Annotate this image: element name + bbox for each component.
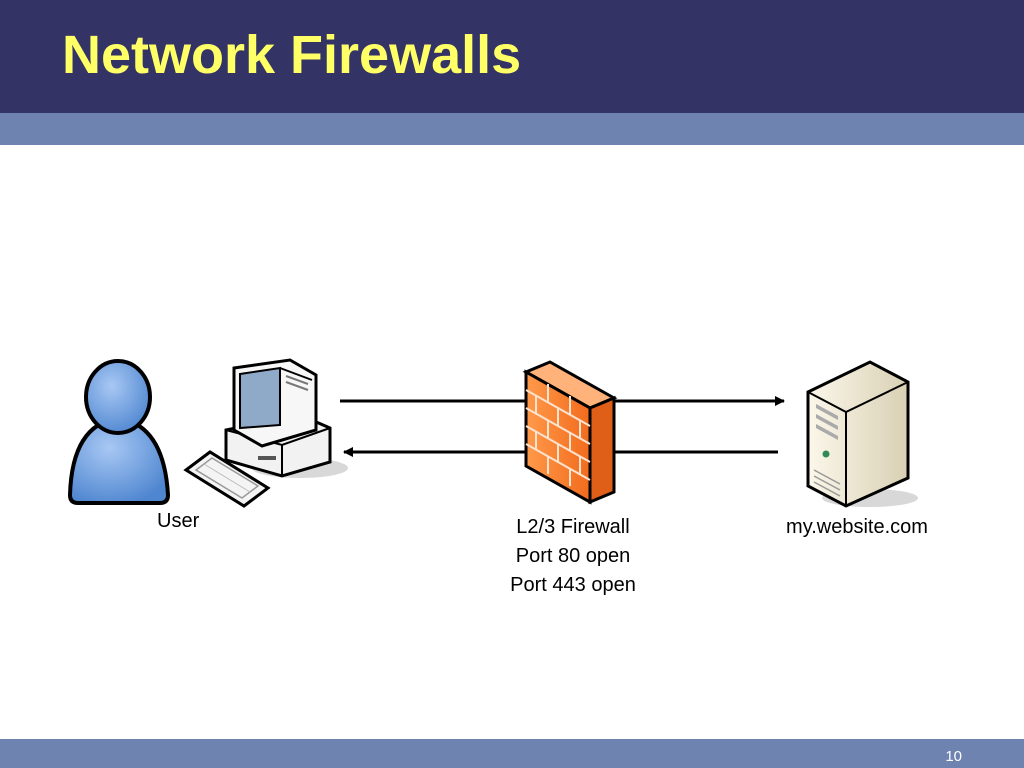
title-bar: [0, 0, 1024, 113]
keyboard-icon: [183, 450, 271, 508]
server-label: my.website.com: [786, 516, 928, 538]
firewall-label-group: L2/3 Firewall Port 80 open Port 443 open: [473, 513, 673, 600]
user-person-icon: [67, 359, 171, 505]
footer-band: [0, 739, 1024, 768]
slide-title: Network Firewalls: [62, 25, 522, 85]
title-accent-band: [0, 113, 1024, 145]
firewall-label-line-1: L2/3 Firewall: [516, 516, 630, 538]
user-label: User: [157, 510, 200, 532]
computer-workstation-icon: [224, 358, 348, 478]
firewall-label-line-2: Port 80 open: [515, 545, 631, 567]
firewall-brick-icon: [522, 360, 618, 505]
server-tower-icon: [806, 360, 918, 508]
firewall-label-line-3: Port 443 open: [510, 574, 636, 596]
page-number: 10: [945, 748, 962, 765]
